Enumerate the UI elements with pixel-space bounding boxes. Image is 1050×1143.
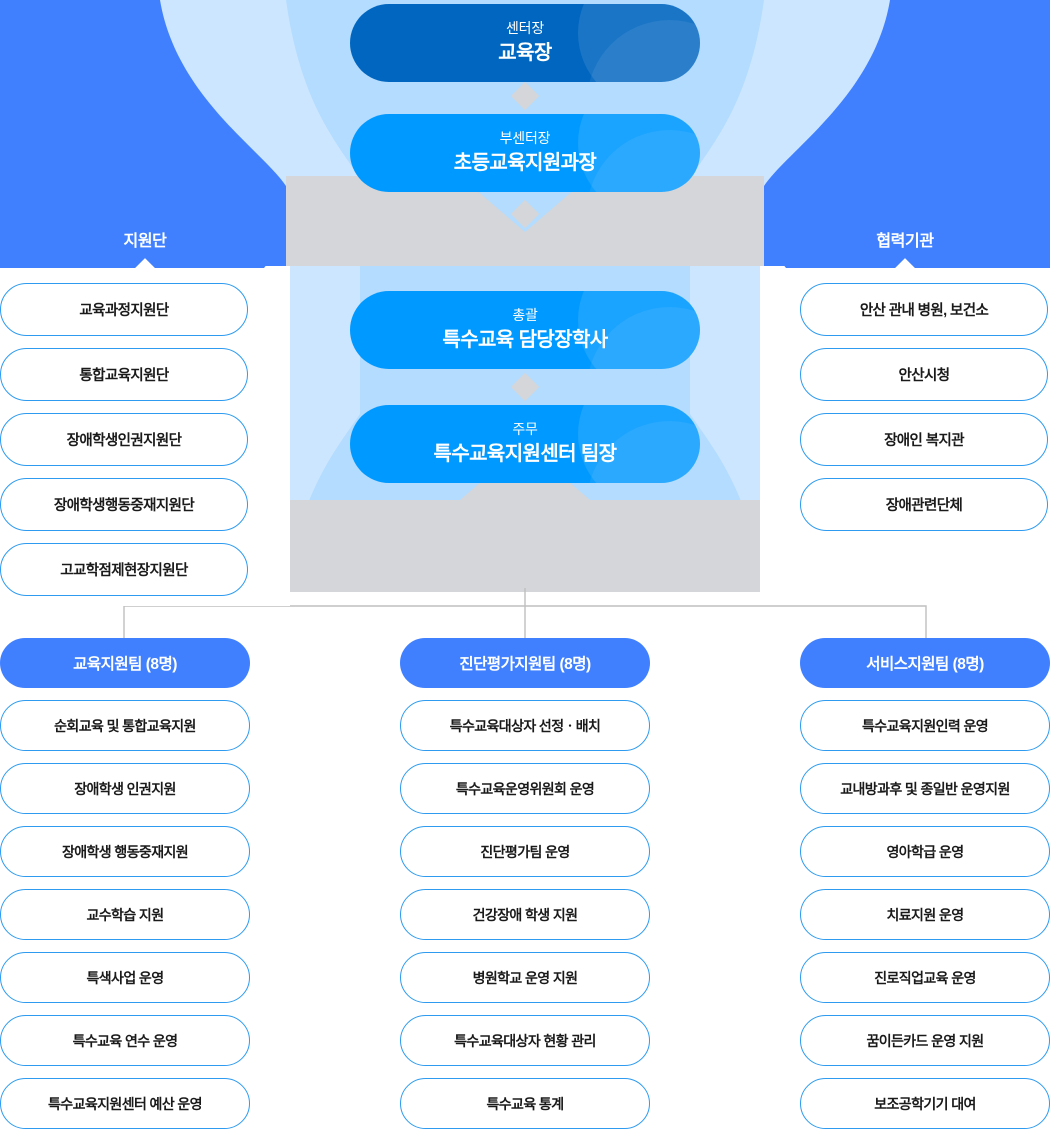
list-item[interactable]: 장애학생인권지원단	[0, 413, 248, 466]
node-name-label: 초등교육지원과장	[453, 151, 597, 174]
team-item-list: 순회교육 및 통합교육지원 장애학생 인권지원 장애학생 행동중재지원 교수학습…	[0, 700, 250, 1129]
node-center-director[interactable]: 센터장 교육장	[350, 4, 700, 82]
node-name-label: 교육장	[498, 41, 552, 64]
list-item[interactable]: 특수교육대상자 현황 관리	[400, 1015, 650, 1066]
list-item[interactable]: 특색사업 운영	[0, 952, 250, 1003]
list-item[interactable]: 특수교육지원센터 예산 운영	[0, 1078, 250, 1129]
list-item[interactable]: 특수교육 통계	[400, 1078, 650, 1129]
list-item[interactable]: 병원학교 운영 지원	[400, 952, 650, 1003]
list-item[interactable]: 보조공학기기 대여	[800, 1078, 1050, 1129]
decorative-circle-icon	[587, 130, 700, 192]
list-item[interactable]: 특수교육지원인력 운영	[800, 700, 1050, 751]
team-columns: 교육지원팀 (8명) 순회교육 및 통합교육지원 장애학생 인권지원 장애학생 …	[0, 638, 1050, 1129]
list-item[interactable]: 교육과정지원단	[0, 283, 248, 336]
node-vice-director[interactable]: 부센터장 초등교육지원과장	[350, 114, 700, 192]
list-item[interactable]: 통합교육지원단	[0, 348, 248, 401]
partner-organizations-title: 협력기관	[876, 233, 934, 250]
list-item[interactable]: 교내방과후 및 종일반 운영지원	[800, 763, 1050, 814]
list-item[interactable]: 안산 관내 병원, 보건소	[800, 283, 1048, 336]
list-item[interactable]: 영아학급 운영	[800, 826, 1050, 877]
team-column-assessment: 진단평가지원팀 (8명) 특수교육대상자 선정ㆍ배치 특수교육운영위원회 운영 …	[400, 638, 650, 1129]
list-item[interactable]: 장애관련단체	[800, 478, 1048, 531]
list-item[interactable]: 장애학생 인권지원	[0, 763, 250, 814]
decorative-circle-icon	[587, 20, 700, 82]
team-item-list: 특수교육지원인력 운영 교내방과후 및 종일반 운영지원 영아학급 운영 치료지…	[800, 700, 1050, 1129]
list-item[interactable]: 안산시청	[800, 348, 1048, 401]
team-header[interactable]: 교육지원팀 (8명)	[0, 638, 250, 688]
node-role-label: 주무	[512, 421, 538, 438]
top-node-stack: 센터장 교육장 부센터장 초등교육지원과장	[350, 0, 700, 192]
middle-node-stack: 총괄 특수교육 담당장학사 주무 특수교육지원센터 팀장	[350, 291, 700, 483]
node-role-label: 총괄	[512, 307, 538, 324]
list-item[interactable]: 특수교육대상자 선정ㆍ배치	[400, 700, 650, 751]
node-name-label: 특수교육 담당장학사	[442, 328, 608, 351]
list-item[interactable]: 치료지원 운영	[800, 889, 1050, 940]
support-groups-panel: 지원단 교육과정지원단 통합교육지원단 장애학생인권지원단 장애학생행동중재지원…	[0, 210, 290, 606]
node-general-supervisor[interactable]: 총괄 특수교육 담당장학사	[350, 291, 700, 369]
node-name-label: 특수교육지원센터 팀장	[433, 442, 618, 465]
support-groups-title: 지원단	[123, 233, 167, 250]
list-item[interactable]: 꿈이든카드 운영 지원	[800, 1015, 1050, 1066]
node-center-team-leader[interactable]: 주무 특수교육지원센터 팀장	[350, 405, 700, 483]
list-item[interactable]: 장애학생 행동중재지원	[0, 826, 250, 877]
partner-organizations-panel: 협력기관 안산 관내 병원, 보건소 안산시청 장애인 복지관 장애관련단체	[760, 210, 1050, 541]
list-item[interactable]: 건강장애 학생 지원	[400, 889, 650, 940]
list-item[interactable]: 교수학습 지원	[0, 889, 250, 940]
node-role-label: 부센터장	[499, 130, 551, 147]
team-item-list: 특수교육대상자 선정ㆍ배치 특수교육운영위원회 운영 진단평가팀 운영 건강장애…	[400, 700, 650, 1129]
team-header[interactable]: 서비스지원팀 (8명)	[800, 638, 1050, 688]
team-column-service: 서비스지원팀 (8명) 특수교육지원인력 운영 교내방과후 및 종일반 운영지원…	[800, 638, 1050, 1129]
node-role-label: 센터장	[505, 20, 545, 37]
diamond-connector-icon	[510, 81, 540, 111]
team-column-education: 교육지원팀 (8명) 순회교육 및 통합교육지원 장애학생 인권지원 장애학생 …	[0, 638, 250, 1129]
list-item[interactable]: 장애인 복지관	[800, 413, 1048, 466]
support-groups-list: 교육과정지원단 통합교육지원단 장애학생인권지원단 장애학생행동중재지원단 고교…	[0, 275, 290, 606]
partner-organizations-list: 안산 관내 병원, 보건소 안산시청 장애인 복지관 장애관련단체	[760, 275, 1050, 541]
team-header[interactable]: 진단평가지원팀 (8명)	[400, 638, 650, 688]
list-item[interactable]: 진로직업교육 운영	[800, 952, 1050, 1003]
list-item[interactable]: 순회교육 및 통합교육지원	[0, 700, 250, 751]
team-connector-lines	[123, 588, 927, 638]
decorative-circle-icon	[578, 114, 700, 192]
list-item[interactable]: 고교학점제현장지원단	[0, 543, 248, 596]
decorative-circle-icon	[578, 4, 700, 82]
list-item[interactable]: 특수교육운영위원회 운영	[400, 763, 650, 814]
list-item[interactable]: 장애학생행동중재지원단	[0, 478, 248, 531]
list-item[interactable]: 특수교육 연수 운영	[0, 1015, 250, 1066]
diamond-connector-icon	[510, 372, 540, 402]
list-item[interactable]: 진단평가팀 운영	[400, 826, 650, 877]
